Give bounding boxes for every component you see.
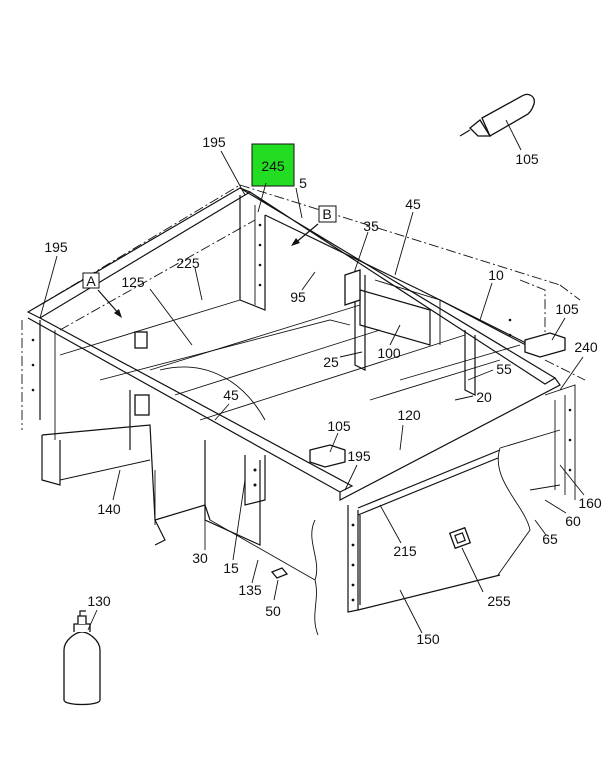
callout-65: 65	[542, 531, 558, 547]
callout-35: 35	[363, 218, 379, 234]
callout-245-label: 245	[261, 158, 285, 174]
callout-195-left: 195	[44, 239, 68, 255]
callout-15: 15	[223, 560, 239, 576]
callout-160: 160	[578, 495, 602, 511]
svg-text:A: A	[86, 273, 96, 289]
leader-lines	[39, 119, 585, 634]
callout-195-top: 195	[202, 134, 226, 150]
frame-assembly	[21, 184, 586, 636]
view-marker-b: B	[318, 205, 337, 223]
sealant-cartridge-icon	[459, 93, 535, 137]
callout-5: 5	[299, 175, 307, 191]
callout-150: 150	[416, 631, 440, 647]
callout-10: 10	[488, 267, 504, 283]
callout-240: 240	[574, 339, 598, 355]
callout-105-cartridge: 105	[515, 151, 539, 167]
callout-labels: 195 5 105 195 225 125 35 45 95 10 105 24…	[44, 134, 602, 647]
callout-20: 20	[476, 389, 492, 405]
svg-text:B: B	[322, 206, 331, 222]
callout-30: 30	[192, 550, 208, 566]
callout-215: 215	[393, 543, 417, 559]
callout-45-top: 45	[405, 196, 421, 212]
callout-50: 50	[265, 603, 281, 619]
callout-195-mid: 195	[347, 448, 371, 464]
callout-120: 120	[397, 407, 421, 423]
callout-95: 95	[290, 289, 306, 305]
callout-55: 55	[496, 361, 512, 377]
callout-245-highlight[interactable]: 245	[251, 143, 295, 187]
aerosol-can-icon	[63, 610, 101, 706]
callout-135: 135	[238, 582, 262, 598]
callout-25: 25	[323, 354, 339, 370]
callout-225: 225	[176, 255, 200, 271]
callout-105-right: 105	[555, 301, 579, 317]
view-marker-a: A	[82, 272, 100, 289]
callout-140: 140	[97, 501, 121, 517]
highlight-box	[251, 143, 295, 187]
callout-130: 130	[87, 593, 111, 609]
callout-45-mid: 45	[223, 387, 239, 403]
callout-60: 60	[565, 513, 581, 529]
callout-105-mid: 105	[327, 418, 351, 434]
callout-255: 255	[487, 593, 511, 609]
callout-100: 100	[377, 345, 401, 361]
callout-125: 125	[121, 274, 145, 290]
